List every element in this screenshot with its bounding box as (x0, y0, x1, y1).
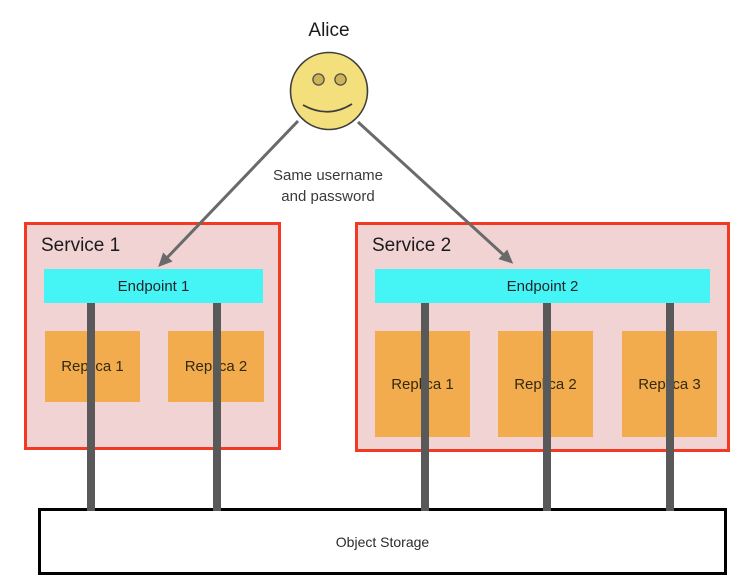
replica-label: Replica 2 (514, 375, 577, 393)
endpoint-2-bar: Endpoint 2 (375, 269, 710, 303)
annotation-line-1: Same username (272, 167, 384, 184)
replica-label: Replica 3 (638, 375, 701, 393)
service-2-label: Service 2 (372, 235, 452, 256)
alice-label: Alice (308, 20, 350, 41)
service-2-replica-2-box: Replica 2 (498, 331, 593, 437)
smiley-face-icon (289, 51, 369, 131)
smiley-right-eye (334, 73, 347, 86)
smiley-left-eye (312, 73, 325, 86)
service-1-label: Service 1 (41, 235, 121, 256)
object-storage-box: Object Storage (38, 508, 727, 575)
service-2-box: Service 2 Endpoint 2 Replica 1 Replica 2… (355, 222, 730, 452)
object-storage-label: Object Storage (335, 533, 430, 550)
endpoint-2-label: Endpoint 2 (506, 277, 579, 295)
service-2-replica-3-box: Replica 3 (622, 331, 717, 437)
endpoint-1-bar: Endpoint 1 (44, 269, 263, 303)
replica-label: Replica 1 (61, 358, 124, 375)
endpoint-1-label: Endpoint 1 (117, 277, 190, 295)
service-1-replica-1-box: Replica 1 (45, 331, 140, 402)
replica-label: Replica 2 (184, 358, 248, 375)
annotation-line-2: and password (281, 188, 375, 205)
service-2-replica-1-box: Replica 1 (375, 331, 470, 437)
replica-label: Replica 1 (391, 375, 454, 393)
service-1-box: Service 1 Endpoint 1 Replica 1 Replica 2 (24, 222, 281, 450)
smiley-head (289, 51, 369, 131)
service-1-replica-2-box: Replica 2 (168, 331, 264, 402)
annotation-text: Same username and password (238, 165, 418, 207)
smiley-mouth (302, 103, 353, 113)
